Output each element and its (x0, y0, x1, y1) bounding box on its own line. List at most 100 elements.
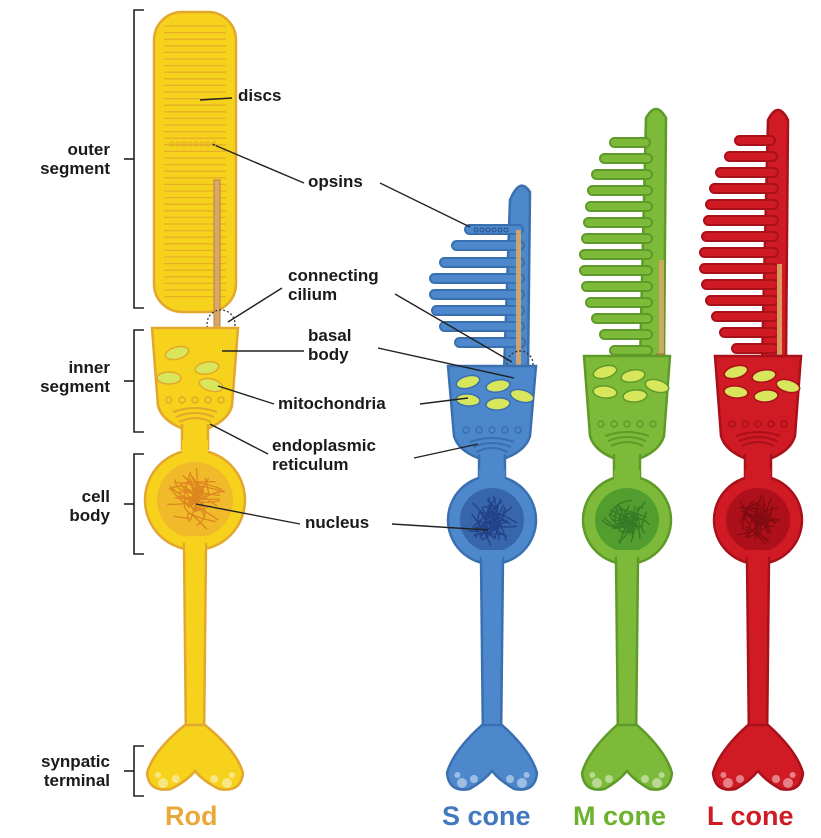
label-connecting-cilium: connecting cilium (288, 266, 379, 304)
synaptic-vesicle (652, 778, 662, 788)
l-cone-lamella (706, 200, 778, 209)
synaptic-vesicle (736, 775, 744, 783)
m-cone-lamella (600, 330, 652, 339)
l-cone-cell (700, 110, 803, 790)
m-cone-lamella (600, 154, 652, 163)
label-discs-text: discs (238, 86, 281, 105)
label-connecting-line1: connecting (288, 266, 379, 285)
l-cone-cilium (777, 264, 782, 358)
m-cone-lamella (586, 202, 652, 211)
s-cone-lamella (440, 322, 524, 331)
m-cone-lamella (584, 218, 652, 227)
axon-join (748, 550, 768, 564)
synaptic-vesicle (470, 775, 478, 783)
leader-er-rod (210, 424, 268, 454)
m-cone-lamella (592, 170, 652, 179)
l-cone-lamella (720, 328, 778, 337)
rod-cell (145, 12, 245, 790)
l-cone-lamella (702, 280, 778, 289)
synaptic-vesicle (222, 778, 232, 788)
leader-opsins-scone (380, 183, 470, 227)
s-cone-lamella (455, 338, 525, 347)
synaptic-vesicle (158, 778, 168, 788)
synaptic-vesicle (659, 772, 665, 778)
rod-outer-segment (154, 12, 236, 312)
region-label-synaptic-line2: terminal (2, 771, 110, 790)
bracket-cell-body (134, 454, 144, 554)
m-cone-cell (580, 109, 672, 790)
s-cone-cilium (516, 230, 521, 370)
l-cone-lamella (704, 216, 778, 225)
label-basal-line1: basal (308, 326, 351, 345)
l-cone-lamella (725, 152, 777, 161)
label-er-line2: reticulum (272, 455, 376, 474)
region-label-cell-line1: cell (10, 487, 110, 506)
label-nucleus-text: nucleus (305, 513, 369, 532)
axon (481, 558, 503, 745)
l-cone-lamella (735, 136, 775, 145)
s-cone-lamella (430, 290, 524, 299)
s-cone-lamella (430, 274, 524, 283)
neck-fill (614, 470, 640, 486)
synaptic-vesicle (589, 772, 595, 778)
region-brackets (124, 10, 144, 796)
synaptic-vesicle (517, 778, 527, 788)
label-opsins-text: opsins (308, 172, 363, 191)
axon-join (185, 536, 205, 550)
axon (747, 558, 769, 745)
region-label-inner-line2: segment (10, 377, 110, 396)
caption-l-cone: L cone (707, 801, 794, 831)
synaptic-vesicle (783, 778, 793, 788)
s-cone-cell (430, 186, 537, 790)
s-cone-lamella (432, 306, 524, 315)
synaptic-vesicle (641, 775, 649, 783)
region-label-outer-segment: outer segment (10, 140, 110, 178)
label-nucleus: nucleus (305, 513, 369, 532)
synaptic-vesicle (772, 775, 780, 783)
m-cone-lamella (592, 314, 652, 323)
label-basal-body: basal body (308, 326, 351, 364)
synaptic-vesicle (720, 772, 726, 778)
bracket-synaptic-terminal (134, 746, 144, 796)
synaptic-vesicle (723, 778, 733, 788)
synaptic-vesicle (790, 772, 796, 778)
l-cone-lamella (716, 168, 778, 177)
caption-m-cone: M cone (573, 801, 666, 831)
m-cone-lamella (586, 298, 652, 307)
neck-fill (479, 470, 505, 486)
l-cone-lamella (710, 184, 778, 193)
bracket-outer-segment (134, 10, 144, 308)
synaptic-vesicle (524, 772, 530, 778)
leader-cilium-rod (228, 288, 282, 322)
axon-join (617, 550, 637, 564)
region-label-inner-line1: inner (10, 358, 110, 377)
l-cone-lamella (700, 264, 778, 273)
region-label-inner-segment: inner segment (10, 358, 110, 396)
m-cone-lamella (580, 250, 652, 259)
region-label-cell-line2: body (10, 506, 110, 525)
m-cone-lamella (582, 282, 652, 291)
bracket-inner-segment (134, 330, 144, 432)
mitochondrion (157, 372, 181, 384)
l-cone-lamella (712, 312, 778, 321)
region-label-outer-line1: outer (10, 140, 110, 159)
synaptic-vesicle (229, 772, 235, 778)
l-cone-lamella (706, 296, 778, 305)
label-mitochondria: mitochondria (278, 394, 386, 413)
label-endoplasmic-reticulum: endoplasmic reticulum (272, 436, 376, 474)
region-label-outer-line2: segment (10, 159, 110, 178)
region-label-synaptic-line1: synpatic (2, 752, 110, 771)
caption-rod: Rod (165, 801, 217, 831)
l-cone-lamella (732, 344, 778, 353)
region-label-synaptic-terminal: synpatic terminal (2, 752, 110, 790)
leader-basal-scone (378, 348, 514, 378)
synaptic-vesicle (592, 778, 602, 788)
neck-fill (745, 470, 771, 486)
m-cone-cilium (659, 260, 664, 356)
m-cone-lamella (582, 234, 652, 243)
rod-cilium (214, 180, 220, 330)
axon (616, 558, 638, 745)
l-cone-lamella (700, 248, 778, 257)
